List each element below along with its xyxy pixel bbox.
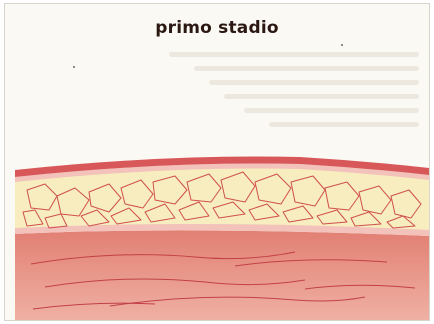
figure-frame: primo stadio: [4, 3, 430, 321]
skin-cross-section-diagram: [5, 4, 430, 321]
muscle-layer: [15, 230, 429, 321]
fat-layer: [15, 169, 429, 230]
